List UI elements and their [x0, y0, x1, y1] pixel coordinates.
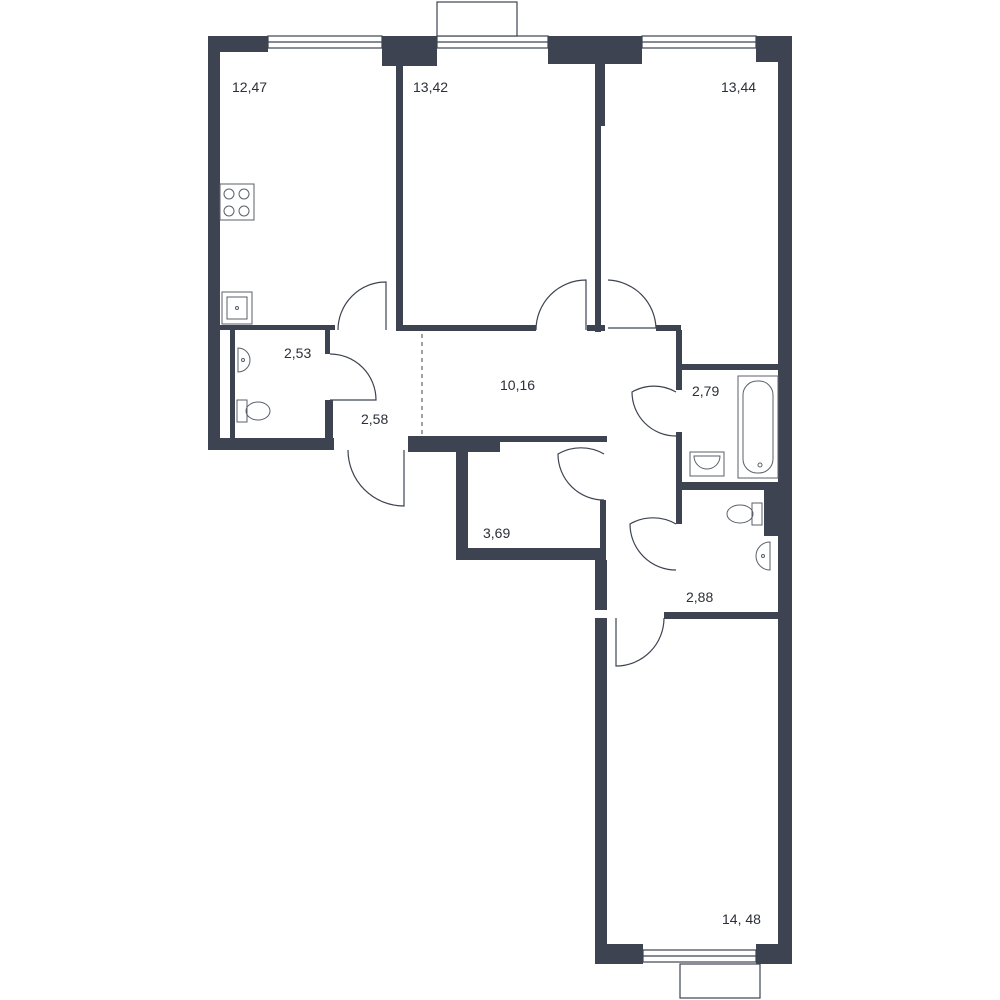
area-toilet: 2,88	[686, 589, 713, 605]
bathtub-icon	[737, 375, 779, 479]
washbasin-icon-tub-room	[689, 451, 725, 477]
washbasin-icon-wc	[755, 541, 771, 571]
area-bathroom-tub: 2,79	[692, 383, 719, 399]
door-bedroom-bottom	[615, 617, 665, 667]
wall-top-mid-right	[548, 36, 642, 64]
window-bedroom-right	[641, 35, 757, 49]
wall-bedroom-right-bottom-a	[587, 325, 605, 331]
wall-bedrooms-divider	[595, 126, 601, 332]
window-kitchen	[267, 35, 383, 49]
wall-bottom-right-corner	[756, 944, 792, 964]
wall-top-left	[208, 36, 268, 52]
wall-toilet-shaft	[764, 490, 778, 536]
wall-bedroom-bottom-left	[595, 618, 607, 964]
wall-bedroom-bottom-left-top	[595, 560, 607, 610]
wall-bottom-left-corner	[595, 944, 643, 964]
wall-bath-small-left	[230, 330, 235, 440]
door-toilet	[629, 517, 677, 571]
wall-bedrooms-divider-top	[595, 60, 605, 126]
wall-bath-small-right-top	[325, 330, 330, 354]
balcony-door-top	[436, 1, 518, 37]
window-bedroom-bottom	[642, 949, 761, 999]
area-bathroom-small: 2,53	[284, 345, 311, 361]
door-bath-tub	[631, 385, 677, 437]
door-kitchen	[337, 281, 387, 331]
walls	[208, 36, 792, 964]
area-entry: 2,58	[361, 411, 388, 427]
door-entrance	[347, 449, 405, 507]
wall-tub-left-bottom	[676, 432, 682, 494]
wall-right-mid	[778, 366, 792, 486]
washbasin-icon	[237, 347, 251, 373]
stove-icon	[219, 183, 255, 221]
wall-bedroom-right-bottom-b	[656, 325, 681, 331]
window-bedroom-mid	[436, 1, 549, 49]
wall-toilet-left-top	[676, 490, 682, 524]
balcony-door-bottom	[679, 963, 761, 999]
door-bedroom-mid	[535, 279, 587, 331]
toilet-icon	[236, 399, 271, 423]
door-storage	[557, 447, 605, 501]
wall-bath-small-top	[220, 325, 335, 330]
wall-left	[208, 36, 220, 450]
wall-bath-small-right-bottom	[325, 400, 333, 442]
windows	[267, 1, 761, 999]
area-kitchen: 12,47	[232, 79, 267, 95]
wall-toilet-bottom	[664, 612, 778, 619]
area-bedroom-middle: 13,42	[413, 79, 448, 95]
door-bedroom-right	[607, 279, 657, 329]
wall-right-bottom	[778, 596, 792, 964]
wall-tub-left-top	[676, 330, 682, 390]
wall-storage-bottom	[456, 548, 606, 560]
wall-kitchen-bedroom	[396, 62, 403, 330]
wall-top-mid-left	[382, 36, 437, 66]
wall-right-lower	[778, 486, 792, 616]
wall-tub-bottom	[676, 482, 786, 490]
wall-storage-left	[456, 448, 468, 560]
area-hall: 10,16	[500, 377, 535, 393]
wall-hall-bottom	[462, 436, 607, 442]
wall-storage-right	[600, 500, 606, 554]
area-bedroom-right: 13,44	[721, 79, 756, 95]
area-storage: 3,69	[483, 525, 510, 541]
kitchen-sink-icon	[221, 291, 253, 325]
wall-bottom-left	[208, 438, 334, 450]
wall-right-upper	[778, 36, 792, 366]
toilet-icon-wc	[726, 502, 763, 526]
wall-bedroom-mid-bottom	[396, 325, 536, 331]
area-bedroom-bottom: 14, 48	[722, 911, 761, 927]
wall-tub-top	[676, 364, 786, 370]
door-bath-small	[329, 353, 377, 401]
doors	[329, 279, 677, 667]
